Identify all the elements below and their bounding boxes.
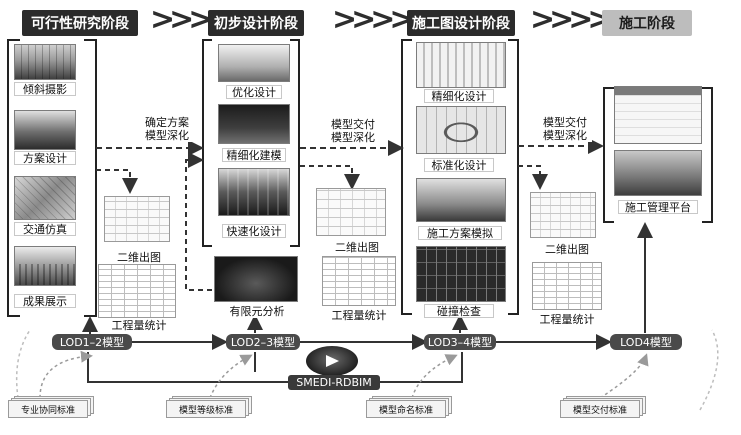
standard-delivery: 模型交付标准 — [560, 396, 648, 418]
traffic-sim-image — [14, 176, 76, 220]
rapid-design-image — [218, 168, 290, 216]
chevrons-3: >>>> — [530, 2, 613, 37]
standard-level: 模型等级标准 — [166, 396, 254, 418]
annotation-1-line2: 模型深化 — [145, 129, 189, 142]
rdbim-label: SMEDI-RDBIM — [288, 375, 380, 390]
annotation-1: 确定方案 模型深化 — [140, 116, 194, 142]
standard-design-image — [416, 106, 506, 154]
stage3-drawing-label: 二维出图 — [538, 242, 596, 256]
fea-image — [214, 256, 298, 302]
clash-check-label: 碰撞检查 — [424, 304, 494, 318]
standard-level-label: 模型等级标准 — [166, 400, 246, 418]
platform-screen-image — [614, 86, 702, 144]
result-show-image — [14, 246, 76, 286]
lod-2-3: LOD2–3模型 — [226, 334, 300, 350]
stage-construction-drawing: 施工图设计阶段 — [407, 10, 515, 36]
standard-collab-label: 专业协同标准 — [8, 400, 88, 418]
stage3-quantity-table — [532, 262, 602, 310]
construction-sim-image — [416, 178, 506, 222]
stage3-quantity-label: 工程量统计 — [532, 312, 602, 326]
fea-label: 有限元分析 — [222, 304, 292, 318]
stage-preliminary: 初步设计阶段 — [208, 10, 304, 36]
rapid-design-label: 快速化设计 — [222, 224, 286, 238]
traffic-sim-label: 交通仿真 — [14, 222, 76, 236]
stage1-quantity-label: 工程量统计 — [104, 318, 174, 332]
construction-sim-label: 施工方案模拟 — [418, 226, 502, 240]
scheme-design-image — [14, 110, 76, 150]
stage2-drawing-image — [316, 188, 386, 236]
rdbim-logo — [306, 346, 358, 376]
result-show-label: 成果展示 — [14, 294, 76, 308]
optimize-design-label: 优化设计 — [226, 85, 282, 99]
annotation-2: 模型交付 模型深化 — [326, 118, 380, 144]
platform-bridge-image — [614, 150, 702, 196]
lod-1-2: LOD1–2模型 — [52, 334, 132, 350]
lod-4: LOD4模型 — [610, 334, 682, 350]
annotation-1-line1: 确定方案 — [145, 116, 189, 129]
annotation-3: 模型交付 模型深化 — [538, 116, 592, 142]
standard-collab: 专业协同标准 — [8, 396, 96, 418]
standard-design-label: 标准化设计 — [424, 158, 494, 172]
annotation-2-line2: 模型深化 — [331, 131, 375, 144]
standard-naming-label: 模型命名标准 — [366, 400, 446, 418]
platform-label: 施工管理平台 — [618, 200, 698, 214]
play-icon — [326, 355, 339, 367]
clash-check-image — [416, 246, 506, 302]
standard-naming: 模型命名标准 — [366, 396, 454, 418]
stage1-drawing-label: 二维出图 — [110, 250, 168, 264]
oblique-photo-image — [14, 44, 76, 80]
stage2-quantity-label: 工程量统计 — [324, 308, 394, 322]
scheme-design-label: 方案设计 — [14, 151, 76, 165]
fine-model-image — [218, 104, 290, 144]
lod-3-4: LOD3–4模型 — [424, 334, 496, 350]
chevrons-2: >>>> — [332, 2, 415, 37]
oblique-photo-label: 倾斜摄影 — [14, 82, 76, 96]
annotation-3-line1: 模型交付 — [543, 116, 587, 129]
standard-delivery-label: 模型交付标准 — [560, 400, 640, 418]
stage1-drawing-image — [104, 196, 170, 242]
optimize-design-image — [218, 44, 290, 82]
stage2-drawing-label: 二维出图 — [328, 240, 386, 254]
stage-feasibility: 可行性研究阶段 — [22, 10, 138, 36]
annotation-3-line2: 模型深化 — [543, 129, 587, 142]
refine-design-label: 精细化设计 — [424, 89, 494, 103]
refine-design-image — [416, 42, 506, 88]
stage3-drawing-image — [530, 192, 596, 238]
stage1-quantity-table — [98, 264, 176, 318]
stage2-quantity-table — [322, 256, 396, 306]
annotation-2-line1: 模型交付 — [331, 118, 375, 131]
fine-model-label: 精细化建模 — [222, 148, 286, 162]
stage-construction: 施工阶段 — [602, 10, 692, 36]
